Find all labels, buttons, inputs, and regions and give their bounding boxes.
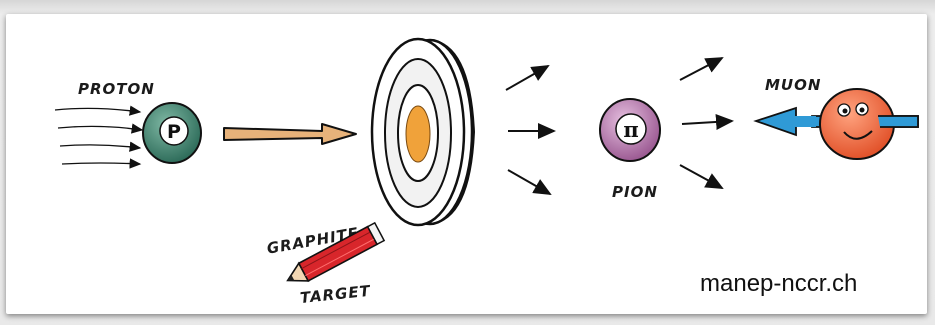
pion-label: PION — [612, 183, 658, 201]
graphite-target-icon — [372, 39, 474, 225]
proton-ball-icon: P — [143, 103, 201, 163]
beam-arrow-to-target — [224, 124, 356, 144]
muon-ball-icon — [820, 89, 918, 159]
proton-beam-lines — [55, 108, 142, 164]
proton-symbol: P — [167, 121, 181, 143]
pion-symbol: π — [623, 117, 638, 142]
scatter-arrows-pion — [680, 58, 732, 188]
scatter-arrows-target — [506, 66, 554, 194]
target-label: TARGET — [299, 282, 372, 307]
muon-label: MUON — [765, 76, 821, 94]
source-credit: manep-nccr.ch — [700, 270, 857, 298]
proton-label: PROTON — [78, 80, 155, 98]
pion-ball-icon: π — [600, 99, 660, 161]
